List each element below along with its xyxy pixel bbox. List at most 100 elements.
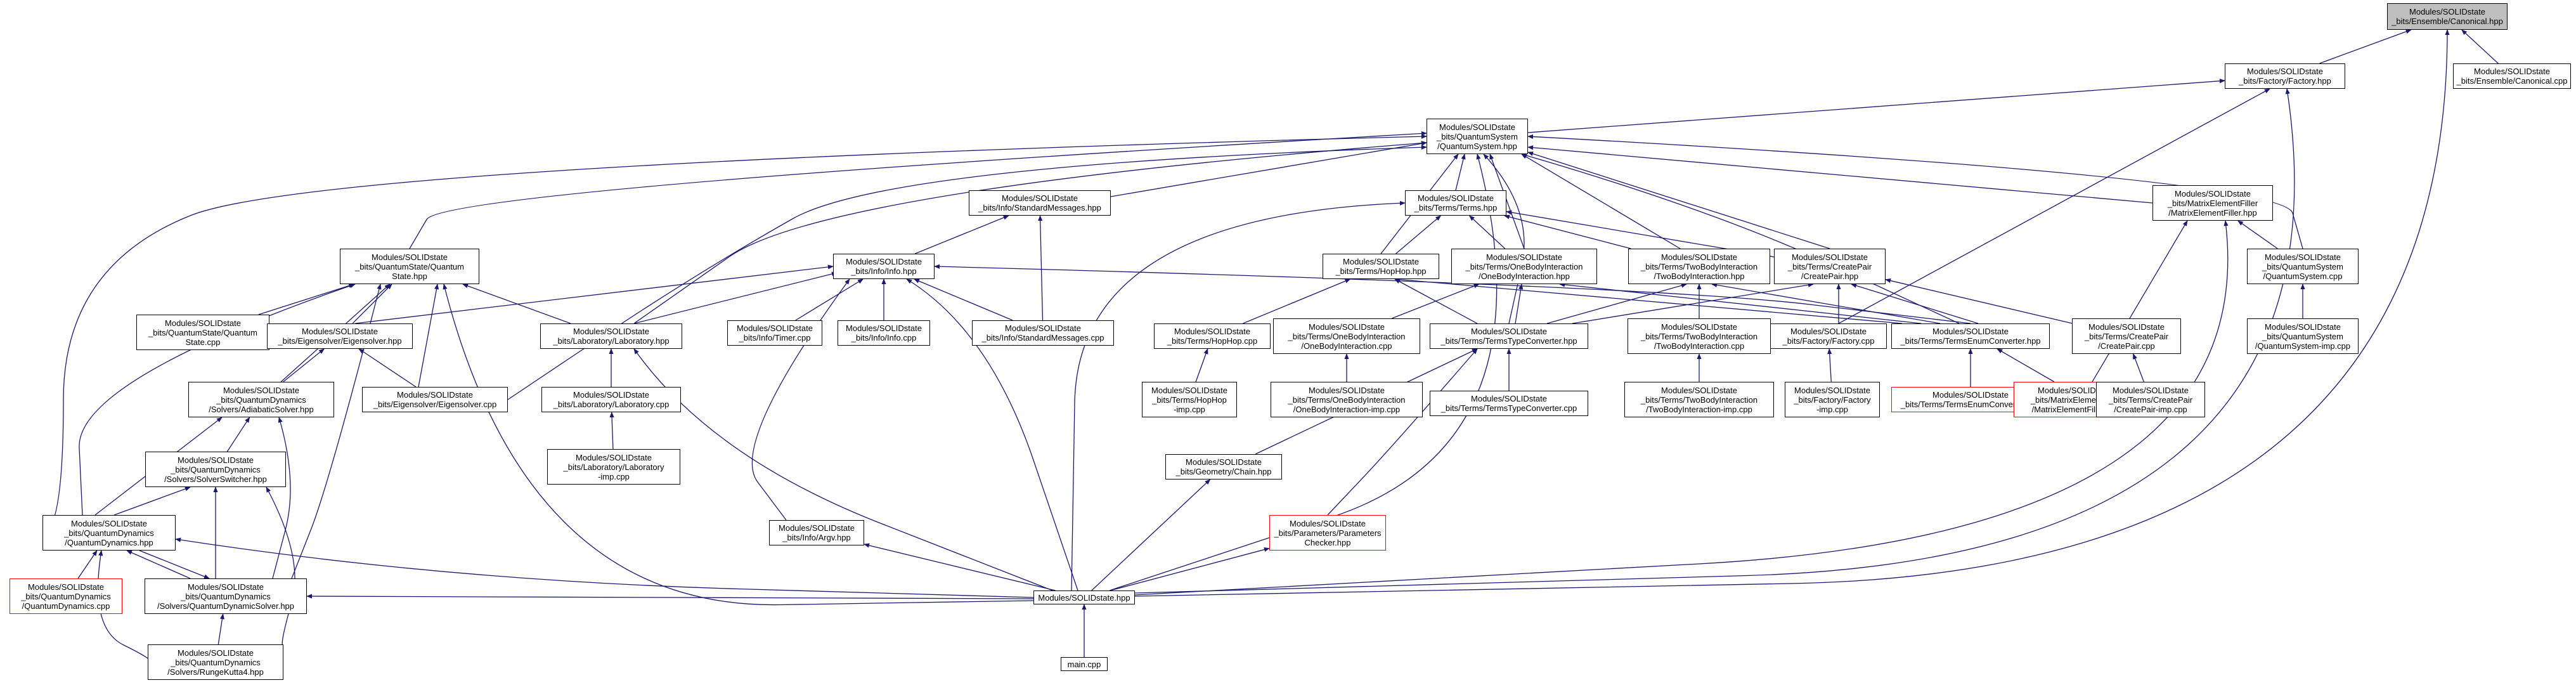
- dependency-edge-tbi_hpp-to-terms_hpp: [1503, 214, 1631, 249]
- file-node-factory-cpp[interactable]: Modules/SOLIDstate _bits/Factory/Factory…: [1770, 323, 1887, 349]
- file-node-canonical-cpp[interactable]: Modules/SOLIDstate _bits/Ensemble/Canoni…: [2453, 63, 2571, 89]
- dependency-edge-tec_hpp-to-obi_hpp: [1559, 282, 1922, 324]
- dependency-edge-solidstate_hpp-to-argv_hpp: [864, 543, 1056, 591]
- file-node-label: Modules/SOLIDstate _bits/Laboratory/Labo…: [563, 452, 664, 481]
- file-node-obi-cpp[interactable]: Modules/SOLIDstate _bits/Terms/OneBodyIn…: [1273, 318, 1420, 354]
- file-node-qdynamics-cpp[interactable]: Modules/SOLIDstate _bits/QuantumDynamics…: [10, 578, 122, 614]
- file-node-stdmsg-cpp[interactable]: Modules/SOLIDstate _bits/Info/StandardMe…: [972, 320, 1114, 346]
- file-node-eigensolver-hpp[interactable]: Modules/SOLIDstate _bits/Eigensolver/Eig…: [267, 323, 413, 349]
- dependency-edge-hophop_imp-to-hophop_cpp: [1195, 348, 1208, 382]
- file-node-qsystem-cpp[interactable]: Modules/SOLIDstate _bits/QuantumSystem /…: [2247, 249, 2359, 284]
- dependency-edge-createpair_cpp-to-createpair_hpp: [1885, 278, 2073, 324]
- dependency-edge-eigensolver_cpp-to-qstate_hpp: [418, 284, 439, 388]
- file-node-label: Modules/SOLIDstate _bits/Terms/Terms.hpp: [1414, 193, 1498, 212]
- file-node-label: Modules/SOLIDstate _bits/Terms/OneBodyIn…: [1288, 322, 1406, 351]
- file-node-qdynamics-hpp[interactable]: Modules/SOLIDstate _bits/QuantumDynamics…: [42, 515, 176, 551]
- file-node-argv-hpp[interactable]: Modules/SOLIDstate _bits/Info/Argv.hpp: [769, 520, 864, 545]
- file-node-laboratory-hpp[interactable]: Modules/SOLIDstate _bits/Laboratory/Labo…: [540, 323, 682, 349]
- dependency-edge-solidstate_hpp-to-canonical_hpp: [1134, 29, 2450, 597]
- file-node-qstate-hpp[interactable]: Modules/SOLIDstate _bits/QuantumState/Qu…: [340, 249, 479, 284]
- file-node-obi-hpp[interactable]: Modules/SOLIDstate _bits/Terms/OneBodyIn…: [1451, 249, 1597, 284]
- file-node-factory-imp[interactable]: Modules/SOLIDstate _bits/Factory/Factory…: [1785, 382, 1880, 417]
- file-node-label: Modules/SOLIDstate _bits/MatrixElementFi…: [2167, 188, 2258, 218]
- file-node-createpair-imp[interactable]: Modules/SOLIDstate _bits/Terms/CreatePai…: [2096, 382, 2205, 417]
- file-node-terms-hpp[interactable]: Modules/SOLIDstate _bits/Terms/Terms.hpp: [1405, 190, 1506, 216]
- file-node-qstate-cpp[interactable]: Modules/SOLIDstate _bits/QuantumState/Qu…: [136, 315, 269, 350]
- file-node-info-hpp[interactable]: Modules/SOLIDstate _bits/Info/Info.hpp: [833, 254, 935, 279]
- file-node-tec-hpp[interactable]: Modules/SOLIDstate _bits/Terms/TermsEnum…: [1891, 323, 2050, 349]
- dependency-edge-factory_imp-to-factory_cpp: [1827, 348, 1832, 382]
- dependency-edge-factory_hpp-to-canonical_hpp: [2319, 29, 2412, 64]
- dependency-edge-adiabatic_hpp-to-eigensolver_hpp: [283, 348, 325, 382]
- file-node-hophop-cpp[interactable]: Modules/SOLIDstate _bits/Terms/HopHop.cp…: [1154, 323, 1271, 349]
- dependency-edge-stdmsg_cpp-to-stdmsg_hpp: [1038, 215, 1044, 321]
- file-node-stdmsg-hpp[interactable]: Modules/SOLIDstate _bits/Info/StandardMe…: [969, 190, 1111, 216]
- file-node-laboratory-cpp[interactable]: Modules/SOLIDstate _bits/Laboratory/Labo…: [541, 387, 681, 412]
- file-node-label: Modules/SOLIDstate _bits/Ensemble/Canoni…: [2392, 7, 2503, 26]
- file-node-timer-cpp[interactable]: Modules/SOLIDstate _bits/Info/Timer.cpp: [727, 320, 822, 346]
- dependency-edge-solidstate_hpp-to-qdynamics_hpp: [175, 537, 1034, 598]
- file-node-obi-imp[interactable]: Modules/SOLIDstate _bits/Terms/OneBodyIn…: [1271, 382, 1423, 417]
- dependency-edge-solidstate_hpp-to-chain_hpp: [1091, 479, 1211, 591]
- file-node-hophop-hpp[interactable]: Modules/SOLIDstate _bits/Terms/HopHop.hp…: [1323, 254, 1439, 279]
- dependency-edge-qdynamics_hpp-to-qdsolver_hpp: [139, 550, 210, 579]
- file-node-ttc-cpp[interactable]: Modules/SOLIDstate _bits/Terms/TermsType…: [1430, 391, 1588, 416]
- dependency-edge-eigensolver_cpp-to-eigensolver_hpp: [358, 348, 417, 388]
- file-node-label: Modules/SOLIDstate _bits/QuantumDynamics…: [157, 582, 295, 611]
- file-node-label: Modules/SOLIDstate _bits/Terms/CreatePai…: [2084, 322, 2169, 351]
- dependency-edge-solidstate_hpp-to-qsystem_hpp: [1109, 153, 1498, 591]
- file-node-chain-hpp[interactable]: Modules/SOLIDstate _bits/Geometry/Chain.…: [1165, 454, 1282, 480]
- dependency-edge-laboratory_hpp-to-info_hpp: [633, 271, 838, 324]
- file-node-mef-hpp[interactable]: Modules/SOLIDstate _bits/MatrixElementFi…: [2152, 185, 2273, 221]
- dependency-edge-terms_hpp-to-qsystem_hpp: [1455, 153, 1466, 191]
- file-node-ttc-hpp[interactable]: Modules/SOLIDstate _bits/Terms/TermsType…: [1430, 323, 1588, 349]
- dependency-edge-hophop_cpp-to-hophop_hpp: [1243, 278, 1351, 324]
- file-node-tbi-imp[interactable]: Modules/SOLIDstate _bits/Terms/TwoBodyIn…: [1624, 382, 1774, 417]
- file-node-solverswitcher-hpp[interactable]: Modules/SOLIDstate _bits/QuantumDynamics…: [145, 452, 286, 487]
- file-node-label: Modules/SOLIDstate _bits/Eigensolver/Eig…: [278, 327, 402, 346]
- file-node-adiabatic-hpp[interactable]: Modules/SOLIDstate _bits/QuantumDynamics…: [188, 382, 334, 417]
- file-node-label: Modules/SOLIDstate _bits/Info/Argv.hpp: [779, 523, 855, 542]
- dependency-edge-solidstate_hpp-to-paramchecker_hpp: [1110, 547, 1270, 591]
- file-node-label: Modules/SOLIDstate _bits/Terms/TermsType…: [1440, 394, 1577, 413]
- file-node-canonical-hpp[interactable]: Modules/SOLIDstate _bits/Ensemble/Canoni…: [2387, 3, 2508, 30]
- file-node-solidstate-hpp[interactable]: Modules/SOLIDstate.hpp: [1033, 590, 1135, 604]
- file-node-qsystem-hpp[interactable]: Modules/SOLIDstate _bits/QuantumSystem /…: [1427, 119, 1528, 154]
- dependency-edge-solidstate_hpp-to-terms_hpp: [1071, 200, 1406, 591]
- dependency-edge-info_hpp-to-stdmsg_hpp: [914, 215, 1009, 254]
- file-node-paramchecker-hpp[interactable]: Modules/SOLIDstate _bits/Parameters/Para…: [1269, 515, 1386, 551]
- dependency-edge-laboratory_hpp-to-qsystem_hpp: [633, 141, 1427, 324]
- dependency-edge-qdsolver_hpp-to-qstate_hpp: [291, 284, 382, 579]
- file-node-hophop-imp[interactable]: Modules/SOLIDstate _bits/Terms/HopHop -i…: [1142, 382, 1237, 417]
- dependency-edge-tec_hpp-to-tbi_hpp: [1711, 282, 1941, 324]
- file-node-label: Modules/SOLIDstate _bits/QuantumSystem /…: [1437, 122, 1518, 151]
- file-node-qsystem-imp[interactable]: Modules/SOLIDstate _bits/QuantumSystem /…: [2247, 318, 2359, 354]
- file-node-factory-hpp[interactable]: Modules/SOLIDstate _bits/Factory/Factory…: [2225, 63, 2345, 89]
- file-node-label: Modules/SOLIDstate _bits/Terms/OneBodyIn…: [1465, 252, 1583, 281]
- file-node-label: Modules/SOLIDstate _bits/Factory/Factory…: [1794, 385, 1871, 414]
- file-node-label: Modules/SOLIDstate _bits/QuantumDynamics…: [21, 582, 111, 611]
- file-node-rk-hpp[interactable]: Modules/SOLIDstate _bits/QuantumDynamics…: [148, 644, 283, 680]
- dependency-edge-solidstate_hpp-to-qstate_hpp: [443, 284, 1034, 606]
- file-node-label: Modules/SOLIDstate _bits/Terms/CreatePai…: [1787, 252, 1872, 281]
- file-node-label: Modules/SOLIDstate _bits/Terms/TermsEnum…: [1900, 327, 2041, 346]
- dependency-edge-mef_cpp-to-tec_hpp: [1997, 348, 2055, 382]
- file-node-laboratory-imp[interactable]: Modules/SOLIDstate _bits/Laboratory/Labo…: [547, 449, 680, 485]
- file-node-label: main.cpp: [1067, 659, 1101, 669]
- file-node-tbi-hpp[interactable]: Modules/SOLIDstate _bits/Terms/TwoBodyIn…: [1628, 249, 1770, 284]
- file-node-main-cpp[interactable]: main.cpp: [1061, 657, 1108, 671]
- dependency-edge-canonical_cpp-to-canonical_hpp: [2461, 29, 2499, 64]
- dependency-edge-qdynamics_hpp-to-adiabatic_hpp: [94, 417, 223, 516]
- file-node-label: Modules/SOLIDstate.hpp: [1038, 592, 1130, 603]
- file-node-tbi-cpp[interactable]: Modules/SOLIDstate _bits/Terms/TwoBodyIn…: [1628, 318, 1771, 354]
- dependency-edge-laboratory_hpp-to-qstate_hpp: [462, 284, 571, 324]
- dependency-edge-qdsolver_hpp-to-qdynamics_hpp: [126, 550, 191, 579]
- file-node-createpair-cpp[interactable]: Modules/SOLIDstate _bits/Terms/CreatePai…: [2072, 318, 2181, 354]
- file-node-qdsolver-hpp[interactable]: Modules/SOLIDstate _bits/QuantumDynamics…: [145, 578, 307, 614]
- dependency-edge-hophop_hpp-to-qsystem_hpp: [1380, 153, 1459, 254]
- file-node-createpair-hpp[interactable]: Modules/SOLIDstate _bits/Terms/CreatePai…: [1774, 249, 1886, 284]
- dependency-edge-qdynamics_hpp-to-qsystem_hpp: [42, 134, 1427, 533]
- edge-layer: [42, 29, 2499, 663]
- file-node-eigensolver-cpp[interactable]: Modules/SOLIDstate _bits/Eigensolver/Eig…: [362, 387, 508, 412]
- file-node-info-cpp[interactable]: Modules/SOLIDstate _bits/Info/Info.cpp: [838, 320, 930, 346]
